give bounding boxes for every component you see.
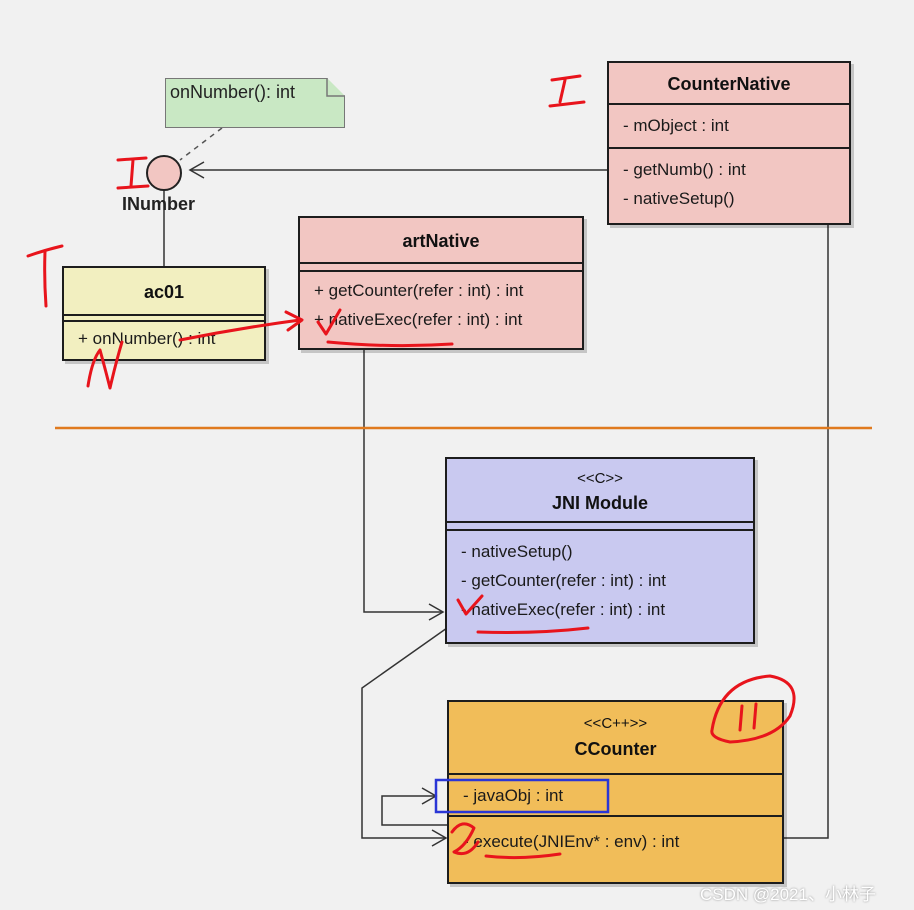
class-ac01-empty-attributes xyxy=(64,316,264,322)
class-art-native-name: artNative xyxy=(300,218,582,264)
arrowhead-jni xyxy=(428,603,445,621)
class-ac01-name: ac01 xyxy=(64,268,264,316)
class-jni-module-methods: - nativeSetup() - getCounter(refer : int… xyxy=(447,531,753,624)
note-onnumber: onNumber(): int xyxy=(165,78,345,128)
class-jni-module[interactable]: <<C>> JNI Module - nativeSetup() - getCo… xyxy=(445,457,755,644)
method-onnumber: + onNumber() : int xyxy=(78,329,216,348)
class-ac01-methods: + onNumber() : int xyxy=(64,322,264,353)
class-ccounter-attributes: - javaObj : int xyxy=(449,775,782,817)
attribute-mobject: - mObject : int xyxy=(623,116,729,135)
class-jni-module-name: JNI Module xyxy=(551,493,648,513)
class-counter-native-attributes: - mObject : int xyxy=(609,105,849,149)
class-ccounter-name: CCounter xyxy=(574,739,657,759)
method-execute: - execute(JNIEnv* : env) : int xyxy=(463,832,680,851)
note-text: onNumber(): int xyxy=(170,82,296,102)
class-counter-native-name: CounterNative xyxy=(609,63,849,105)
class-art-native[interactable]: artNative + getCounter(refer : int) : in… xyxy=(298,216,584,350)
method-nativesetup-jni: - nativeSetup() xyxy=(461,542,573,561)
method-getcounter-jni: - getCounter(refer : int) : int xyxy=(461,571,667,590)
class-counter-native[interactable]: CounterNative - mObject : int - getNumb(… xyxy=(607,61,851,225)
stereotype-c: <<C>> xyxy=(577,470,623,487)
method-getcounter: + getCounter(refer : int) : int xyxy=(314,281,524,300)
arrowhead-inumber xyxy=(188,161,205,179)
class-ccounter-header: <<C++>> CCounter xyxy=(449,702,782,775)
class-ac01[interactable]: ac01 + onNumber() : int xyxy=(62,266,266,361)
class-ccounter[interactable]: <<C++>> CCounter - javaObj : int - execu… xyxy=(447,700,784,884)
method-getnumb: - getNumb() : int xyxy=(623,160,746,179)
class-counter-native-methods: - getNumb() : int - nativeSetup() xyxy=(609,149,849,213)
self-loop-edge xyxy=(381,795,447,826)
watermark-text: CSDN @2021、小林子 xyxy=(700,885,876,904)
interface-name: INumber xyxy=(122,194,196,214)
stereotype-cpp: <<C++>> xyxy=(583,715,648,732)
class-jni-module-empty-attributes xyxy=(447,523,753,531)
method-nativeexec-jni: - nativeExec(refer : int) : int xyxy=(461,600,666,619)
jni-to-ccounter-edge xyxy=(361,627,448,839)
class-art-native-methods: + getCounter(refer : int) : int + native… xyxy=(300,272,582,334)
note-link xyxy=(179,127,223,161)
class-jni-module-header: <<C>> JNI Module xyxy=(447,459,753,523)
method-nativesetup: - nativeSetup() xyxy=(623,189,735,208)
art-native-to-jni-edge xyxy=(363,350,443,613)
arrowhead-execute xyxy=(431,829,448,847)
method-nativeexec: + nativeExec(refer : int) : int xyxy=(314,310,523,329)
class-ccounter-methods: - execute(JNIEnv* : env) : int xyxy=(449,817,782,856)
attribute-javaobj: - javaObj : int xyxy=(463,786,564,805)
class-art-native-empty-attributes xyxy=(300,264,582,272)
